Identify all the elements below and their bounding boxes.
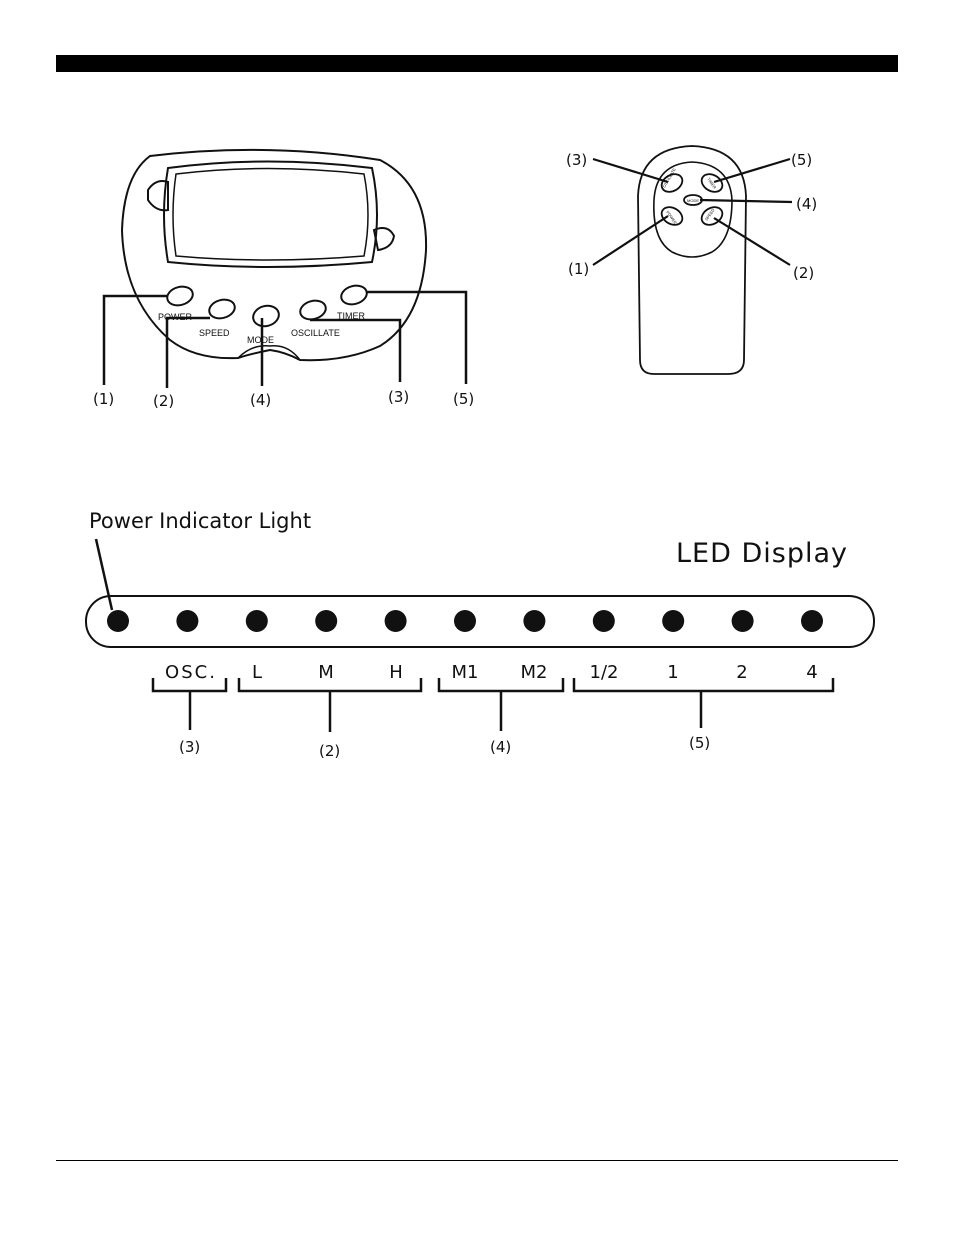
callout-number: (3) [179, 738, 200, 756]
led-panel-diagram: Power Indicator Light LED Display OSC. L… [86, 509, 874, 760]
callout-number: (2) [153, 392, 174, 410]
led-indicator [662, 610, 684, 632]
callout-number: (2) [319, 742, 340, 760]
callout-number: (3) [388, 388, 409, 406]
remote-label-timer: TIMER [706, 177, 717, 190]
led-label-high: H [389, 662, 403, 683]
callout-number: (4) [250, 391, 271, 409]
led-indicator [176, 610, 198, 632]
led-strip [86, 596, 874, 647]
led-label-4-hour: 4 [806, 662, 817, 683]
led-label-1-hour: 1 [667, 662, 678, 683]
callout-number: (4) [796, 195, 817, 213]
display-window [164, 162, 377, 268]
led-label-low: L [252, 662, 262, 683]
led-label-osc: OSC. [165, 662, 217, 683]
speed-button[interactable] [207, 297, 237, 321]
panel-label-mode: MODE [247, 335, 274, 345]
led-display-title: LED Display [676, 538, 848, 569]
footer-rule [56, 1160, 898, 1161]
led-indicator [246, 610, 268, 632]
power-indicator-label: Power Indicator Light [89, 509, 311, 533]
leader-line [714, 218, 790, 265]
led-indicator [593, 610, 615, 632]
led-label-m2: M2 [521, 662, 548, 683]
callout-number: (5) [453, 390, 474, 408]
led-indicator [454, 610, 476, 632]
mode-button[interactable] [251, 303, 281, 329]
control-panel-diagram [104, 150, 466, 388]
led-indicators [107, 610, 823, 632]
remote-speed-button[interactable] [698, 204, 725, 229]
power-indicator-light [107, 610, 129, 632]
led-indicator [385, 610, 407, 632]
group-brackets [153, 678, 833, 732]
remote-body [638, 146, 746, 374]
led-indicator [801, 610, 823, 632]
power-button[interactable] [165, 284, 195, 308]
callout-number: (3) [566, 151, 587, 169]
callout-number: (5) [791, 151, 812, 169]
leader-line [593, 216, 668, 265]
control-panel-labels: POWER SPEED MODE OSCILLATE TIMER (1) (2)… [93, 311, 474, 410]
bottom-notch [238, 346, 300, 360]
callout-number: (1) [93, 390, 114, 408]
led-label-m1: M1 [452, 662, 479, 683]
leader-line [714, 159, 790, 182]
callout-number: (4) [490, 738, 511, 756]
led-label-2-hour: 2 [736, 662, 747, 683]
led-label-medium: M [318, 662, 334, 683]
leader-line [593, 159, 668, 182]
timer-button[interactable] [339, 283, 369, 307]
callout-number: (2) [793, 264, 814, 282]
callout-number: (5) [689, 734, 710, 752]
display-window-inner [173, 169, 368, 261]
led-indicator [732, 610, 754, 632]
led-label-half-hour: 1/2 [590, 662, 619, 683]
remote-labels: OSCILLATE TIMER MODE POWER SPEED (3) (5)… [566, 151, 817, 282]
callout-number: (1) [568, 260, 589, 278]
panel-label-power: POWER [158, 312, 193, 322]
led-labels: OSC. L M H M1 M2 1/2 1 2 4 [165, 662, 818, 683]
group-callouts: (3) (2) (4) (5) [179, 734, 710, 760]
led-indicator [315, 610, 337, 632]
leader-line [104, 296, 167, 385]
leader-line [700, 200, 792, 202]
remote-label-speed: SPEED [704, 208, 716, 222]
led-indicator [523, 610, 545, 632]
panel-label-timer: TIMER [337, 311, 365, 321]
panel-label-oscillate: OSCILLATE [291, 328, 340, 338]
remote-label-oscillate: OSCILLATE [662, 167, 677, 189]
remote-label-mode: MODE [687, 198, 699, 203]
panel-label-speed: SPEED [199, 328, 230, 338]
remote-control-diagram [593, 146, 792, 374]
oscillate-button[interactable] [298, 298, 328, 322]
leader-line [366, 292, 466, 384]
